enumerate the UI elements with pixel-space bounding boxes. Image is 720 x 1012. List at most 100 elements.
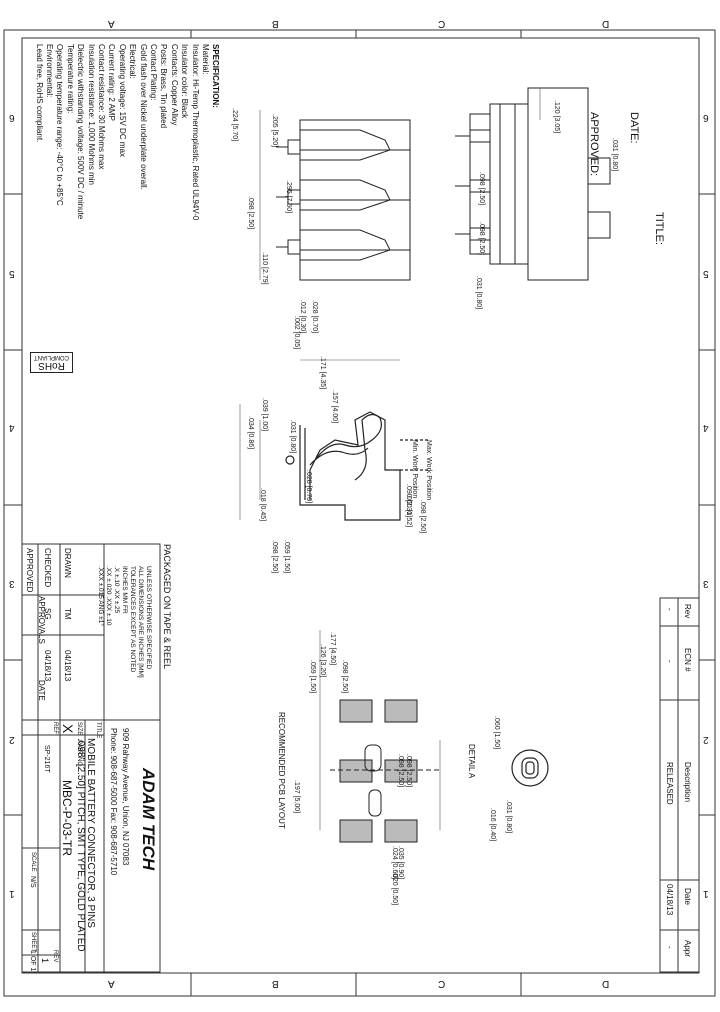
dimension-label: .098 [2.50] xyxy=(397,754,404,788)
dimension-label: .031 [0.80] xyxy=(475,276,482,310)
dimension-label: .098 [2.50] xyxy=(247,196,254,230)
dimension-label: .197 [5.00] xyxy=(293,780,300,814)
dimension-label: .157 [4.00] xyxy=(331,390,338,424)
zone-left-3: 3 xyxy=(9,578,15,589)
tolerance-line: UNLESS OTHERWISE SPECIFIED xyxy=(145,566,152,670)
spec-line: Operating temperature range: -40°C to +8… xyxy=(55,44,65,206)
dimension-label: .034 [0.86] xyxy=(247,416,254,450)
spec-line: Posts: Brass, Tin plated xyxy=(159,44,169,129)
approvals-header: APPROVALS xyxy=(37,596,46,644)
spec-line: Insulator: Hi-Temp Thermoplastic, Rated … xyxy=(190,44,200,221)
description-header: Description xyxy=(683,762,692,803)
revision-table-frame xyxy=(659,597,700,973)
checked-name: SG xyxy=(43,608,52,620)
dimension-label: .098 [2.50] xyxy=(271,540,278,574)
dimension-label: .098 [2.50] xyxy=(478,222,485,256)
min-work-position: Min. Work Position xyxy=(411,440,418,499)
zone-bottom-b: B xyxy=(272,978,279,989)
spec-line: Material: xyxy=(201,44,210,75)
ref-label: REF xyxy=(52,722,58,734)
zone-bottom-c: C xyxy=(438,978,446,989)
rev-value: 1 xyxy=(40,958,50,964)
size-label: SIZE xyxy=(76,722,82,736)
size-value: X xyxy=(60,724,76,734)
ecn-cell: - xyxy=(665,660,674,663)
zone-right-2: 2 xyxy=(703,734,709,745)
dimension-label: .002 [0.05] xyxy=(293,316,300,350)
zone-left-1: 1 xyxy=(9,888,15,899)
date-cell: 04/18/13 xyxy=(665,884,674,916)
packaged-note: PACKAGED ON TAPE & REEL xyxy=(162,544,172,670)
description-cell: RELEASED xyxy=(665,762,674,805)
dimension-label: .012 [0.30] xyxy=(299,300,306,334)
title-line-2: .098" [2.50] PITCH, SMT TYPE, GOLD PLATE… xyxy=(75,738,86,952)
tolerance-line: ALL DIMENSIONS ARE INCHES [MM] xyxy=(137,566,144,678)
zone-top-b: B xyxy=(272,18,279,29)
spec-line: Environmental: xyxy=(45,44,54,98)
dimension-label: .059 [1.50] xyxy=(283,540,290,574)
zone-top-c: C xyxy=(438,18,446,29)
zone-right-4: 4 xyxy=(703,422,709,433)
max-work-position: Max. Work Position xyxy=(425,440,432,501)
ecn-header: ECN # xyxy=(683,648,692,672)
dimension-label: .098 [2.50] xyxy=(341,660,348,694)
zone-bottom-a: A xyxy=(108,978,115,989)
dimension-label: .177 [4.50] xyxy=(329,632,336,666)
date-label: DATE: xyxy=(628,112,640,144)
approvals-date-header: DATE xyxy=(37,680,46,701)
spec-line: Operating voltage: 15V DC max xyxy=(117,44,127,157)
spec-line: Contact resistance: 30 Mohms max xyxy=(97,44,106,170)
part-number: MBC-P-03-TR xyxy=(60,780,74,857)
detail-a xyxy=(511,749,549,787)
drawn-date: 04/18/13 xyxy=(63,650,72,682)
dimension-label: .039 [1.00] xyxy=(261,398,268,432)
dimension-label: .060 [1.52] xyxy=(405,494,412,528)
zone-right-3: 3 xyxy=(703,578,709,589)
dimension-label: .031 [0.80] xyxy=(611,138,618,172)
pcb-layout xyxy=(330,699,440,843)
rev-label: REV xyxy=(52,950,58,963)
company-address: 909 Rahway Avenue, Union, NJ 07083 xyxy=(121,728,130,866)
spec-line: Insulation resistance: 1,000 Mohms min xyxy=(86,44,96,185)
spec-line: Current rating: 2 AMP xyxy=(107,44,117,121)
rohs-label: RoHS xyxy=(38,360,65,371)
dimension-label: .028 [0.70] xyxy=(305,470,312,504)
dimension-label: .060 [1.50] xyxy=(493,716,500,750)
zone-left-4: 4 xyxy=(9,422,15,433)
zone-right-1: 1 xyxy=(703,888,709,899)
spec-line: Contact Plating: xyxy=(149,44,158,101)
rohs-badge: RoHS COMPLIANT xyxy=(30,352,74,373)
approved-row-label: APPROVED xyxy=(25,548,34,593)
zone-top-a: A xyxy=(108,18,115,29)
ref-value: SP-216T xyxy=(43,745,50,773)
rev-header: Rev xyxy=(683,604,692,619)
spec-line: Lead free, RoHS compliant. xyxy=(34,44,44,143)
part-label: PART NO. xyxy=(76,740,82,768)
dimension-label: .059 [1.50] xyxy=(309,660,316,694)
tolerance-line: .X ±.10 .XX ±.25 xyxy=(113,566,120,614)
title-field-label: TITLE xyxy=(95,722,101,739)
dimension-label: .205 [5.20] xyxy=(271,114,278,148)
zone-bottom-d: D xyxy=(602,978,610,989)
dimension-label: .016 [0.40] xyxy=(489,808,496,842)
appr-header: Appr xyxy=(683,940,692,957)
pcb-layout-label: RECOMMENDED PCB LAYOUT xyxy=(277,712,286,829)
checked-date: 04/18/13 xyxy=(43,650,52,682)
dimension-label: .031 [0.80] xyxy=(505,800,512,834)
title-block-frame xyxy=(21,543,161,973)
tolerance-line: .XX ±.020 .XXX ±.10 xyxy=(105,566,112,626)
front-view xyxy=(276,119,411,281)
company-phone: Phone: 908-687-5000 Fax: 908-687-5710 xyxy=(109,728,118,876)
dimension-label: .120 [3.05] xyxy=(553,100,560,134)
zone-left-5: 5 xyxy=(9,268,15,279)
zone-left-6: 6 xyxy=(9,112,15,123)
dimension-label: .224 [5.70] xyxy=(231,108,238,142)
spec-line: Electrical: xyxy=(128,44,138,79)
dimension-label: .098 [2.50] xyxy=(478,172,485,206)
zone-top-d: D xyxy=(602,18,610,29)
zone-left-2: 2 xyxy=(9,734,15,745)
specification-block: SPECIFICATION: Material:Insulator: Hi-Te… xyxy=(35,44,228,364)
company-name: ADAM TECH xyxy=(139,768,158,870)
approved-label: APPROVED: xyxy=(588,112,600,177)
